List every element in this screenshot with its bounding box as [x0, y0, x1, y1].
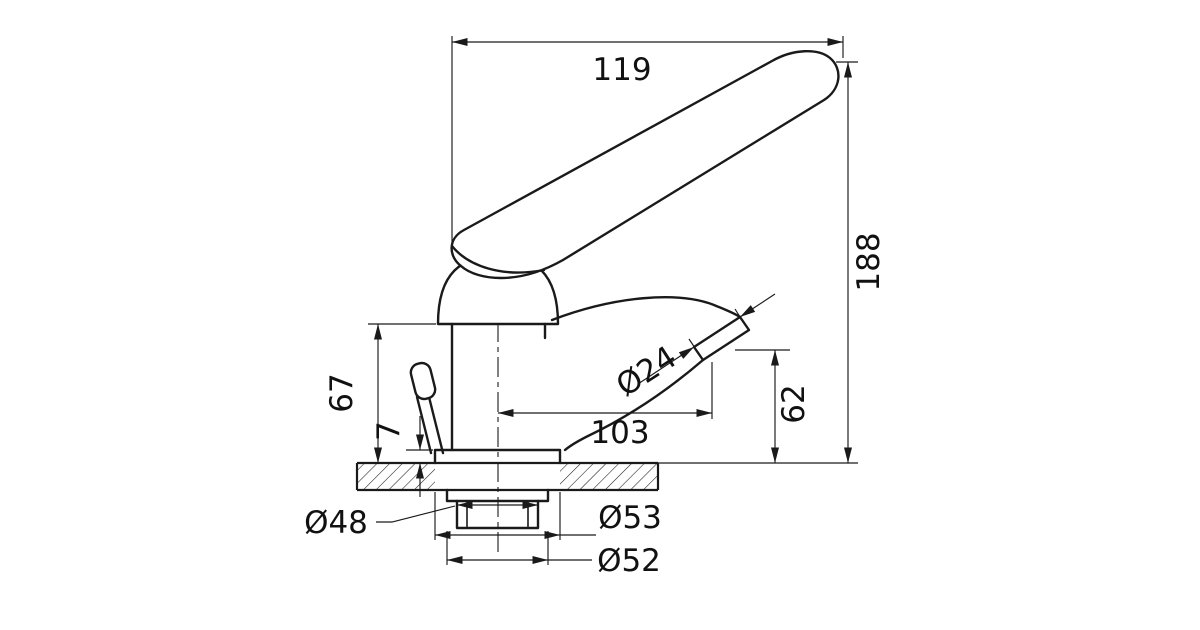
drain-rod-knob — [409, 361, 437, 401]
faucet-body — [409, 49, 840, 465]
spout — [550, 296, 742, 322]
body-column — [450, 322, 547, 452]
mounting-deck — [355, 461, 660, 492]
dimension-spout-height: 62 — [735, 349, 812, 463]
dimension-body-height: 67 — [324, 323, 436, 463]
dimension-flange-height: 7 — [371, 416, 433, 497]
dimension-base-diameter: Ø53 — [434, 492, 662, 540]
dim-label-body-diameter: Ø48 — [304, 505, 368, 541]
aerator — [692, 315, 751, 362]
dim-label-body-height: 67 — [324, 373, 360, 412]
lever-handle — [450, 49, 840, 280]
deck-hatch-left — [358, 464, 435, 489]
dim-label-base-diameter: Ø53 — [598, 500, 662, 536]
dim-label-spout-reach: 103 — [590, 415, 649, 451]
dimension-spout-reach: 103 — [498, 362, 713, 451]
dimension-aerator-diameter: Ø24 — [610, 293, 776, 404]
drain-rod — [415, 395, 445, 455]
dimension-body-diameter: Ø48 — [304, 501, 538, 541]
dim-label-flange-height: 7 — [371, 421, 407, 441]
lever-handle-base-contour — [450, 244, 546, 274]
base-flange — [433, 448, 562, 465]
spout-underside — [563, 358, 705, 452]
dim-label-nut-diameter: Ø52 — [597, 543, 661, 579]
dim-label-spout-height: 62 — [776, 384, 812, 423]
dimension-nut-diameter: Ø52 — [446, 531, 661, 579]
dim-label-overall-height: 188 — [851, 232, 887, 291]
dimension-overall-width: 119 — [451, 36, 844, 248]
dimension-overall-height: 188 — [658, 61, 887, 464]
dim-label-aerator-diameter: Ø24 — [610, 339, 683, 404]
dim-label-overall-width: 119 — [592, 52, 651, 88]
deck-hatch-right — [560, 464, 657, 489]
